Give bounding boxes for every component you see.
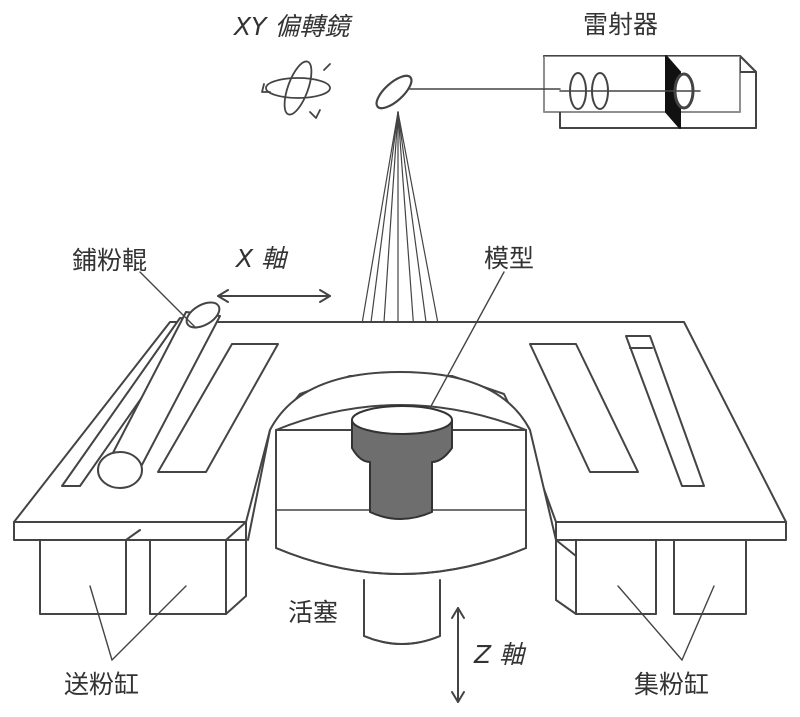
label-x-axis: X 軸 xyxy=(236,244,287,273)
powder-roller xyxy=(97,301,221,489)
xy-mirror xyxy=(375,74,413,110)
label-z-axis: Z 軸 xyxy=(474,640,525,669)
x-axis-arrow xyxy=(217,289,331,303)
model-part xyxy=(351,405,453,520)
leader-lines xyxy=(89,271,715,661)
collect-cylinders xyxy=(555,539,747,615)
label-piston: 活塞 xyxy=(288,598,339,627)
label-feed-cylinder: 送粉缸 xyxy=(64,670,140,699)
rotation-icon xyxy=(261,60,331,119)
label-roller: 鋪粉輥 xyxy=(72,246,148,275)
label-model: 模型 xyxy=(484,244,535,273)
label-xy-mirror: XY 偏轉鏡 xyxy=(234,12,350,41)
feed-cylinders xyxy=(39,521,247,615)
z-axis-arrow xyxy=(451,607,465,703)
piston xyxy=(363,579,441,645)
label-collect-cylinder: 集粉缸 xyxy=(634,670,710,699)
label-laser: 雷射器 xyxy=(583,10,659,39)
build-platform xyxy=(13,317,787,541)
laser-unit xyxy=(543,55,757,129)
